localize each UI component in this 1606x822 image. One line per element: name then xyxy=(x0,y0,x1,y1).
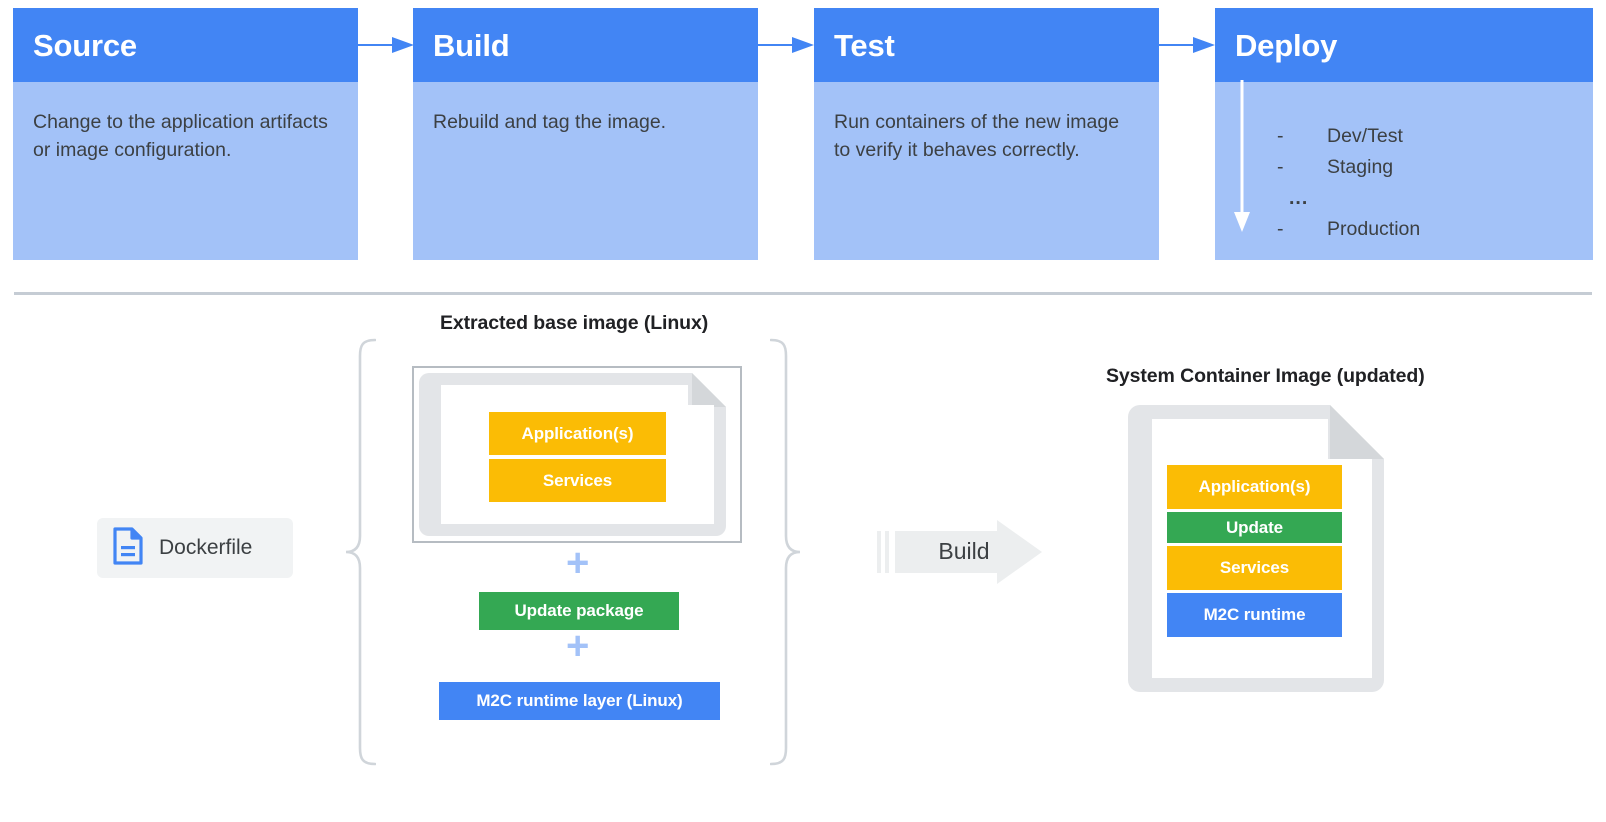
build-diagram-section: Extracted base image (Linux) System Cont… xyxy=(0,300,1606,822)
curly-brace-left-icon xyxy=(344,338,377,771)
stage-header: Deploy xyxy=(1215,8,1593,82)
stage-header: Test xyxy=(814,8,1159,82)
arrow-right-block-icon xyxy=(877,520,1042,589)
system-container-image-layer-stack: Application(s) Update Services M2C runti… xyxy=(1167,465,1342,640)
arrow-right-icon xyxy=(358,33,416,57)
pipeline-stage-test[interactable]: Test Run containers of the new image to … xyxy=(814,8,1159,260)
build-arrow-label: Build xyxy=(938,537,990,564)
dockerfile-label: Dockerfile xyxy=(159,536,253,559)
dockerfile-chip[interactable]: Dockerfile xyxy=(97,518,293,578)
list-item: - Staging xyxy=(1277,153,1577,184)
base-image-layer-stack: Application(s) Services xyxy=(489,412,666,506)
stage-title: Source xyxy=(33,27,137,63)
layer-update: Update xyxy=(1167,512,1342,543)
list-item: - Production xyxy=(1277,215,1577,246)
stage-title: Test xyxy=(834,27,895,63)
pipeline-stage-source[interactable]: Source Change to the application artifac… xyxy=(13,8,358,260)
plus-icon: + xyxy=(566,541,590,585)
plus-icon: + xyxy=(566,624,590,668)
layer-services: Services xyxy=(1167,546,1342,590)
file-document-icon xyxy=(113,526,143,570)
list-item-label: Dev/Test xyxy=(1327,125,1403,147)
layer-application: Application(s) xyxy=(1167,465,1342,509)
curly-brace-right-icon xyxy=(769,338,802,771)
stage-body: Run containers of the new image to verif… xyxy=(834,111,1120,162)
pipeline-stage-build[interactable]: Build Rebuild and tag the image. xyxy=(413,8,758,260)
list-bullet: - xyxy=(1277,156,1284,178)
list-item-label: Production xyxy=(1327,218,1421,240)
stage-body: Change to the application artifacts or i… xyxy=(33,111,328,162)
list-item-label: Staging xyxy=(1327,156,1394,178)
arrow-right-icon xyxy=(1159,33,1217,57)
pipeline-section: Source Change to the application artifac… xyxy=(0,0,1606,262)
layer-m2c-runtime: M2C runtime xyxy=(1167,593,1342,637)
arrow-down-icon xyxy=(1229,62,1255,244)
arrow-right-icon xyxy=(758,33,816,57)
stage-body: Rebuild and tag the image. xyxy=(433,111,667,133)
stage-body: - Dev/Test - Staging ... - Production xyxy=(1215,62,1593,260)
m2c-runtime-layer-block: M2C runtime layer (Linux) xyxy=(439,682,720,720)
base-image-heading: Extracted base image (Linux) xyxy=(440,312,709,334)
stage-header: Source xyxy=(13,8,358,82)
list-bullet: - xyxy=(1277,218,1284,240)
layer-application: Application(s) xyxy=(489,412,666,455)
pipeline-stage-deploy[interactable]: Deploy - Dev/Test - Staging ... xyxy=(1215,8,1593,260)
list-item: - Dev/Test xyxy=(1277,122,1577,153)
update-package-block: Update package xyxy=(479,592,679,630)
stage-header: Build xyxy=(413,8,758,82)
list-bullet: - xyxy=(1277,125,1284,147)
stage-title: Deploy xyxy=(1235,27,1338,63)
system-container-image-heading: System Container Image (updated) xyxy=(1106,365,1425,387)
deploy-environment-list: - Dev/Test - Staging ... - Production xyxy=(1277,122,1577,246)
layer-services: Services xyxy=(489,459,666,502)
section-divider xyxy=(14,292,1592,295)
list-item-ellipsis: ... xyxy=(1289,187,1309,209)
stage-title: Build xyxy=(433,27,510,63)
